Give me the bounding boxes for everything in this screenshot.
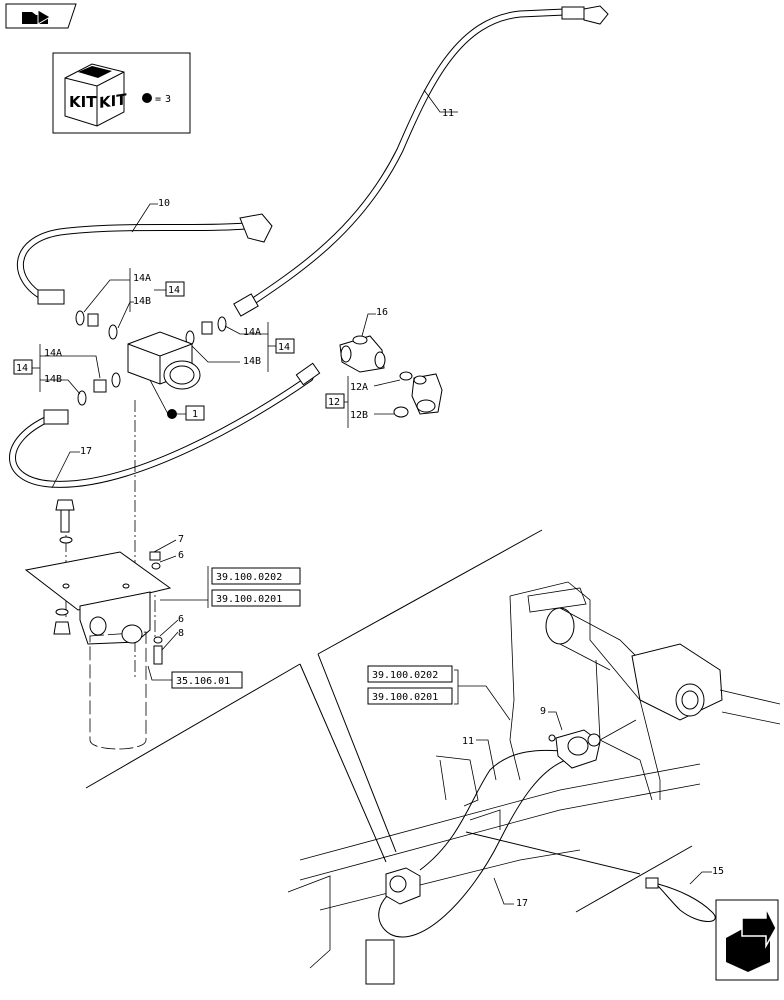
callout-11-top: 11 xyxy=(442,108,454,119)
ref-filter: 35.106.01 xyxy=(176,676,230,687)
tee-fitting-16 xyxy=(339,335,386,373)
callout-6-b: 6 xyxy=(178,614,184,625)
ref-upper-1: 39.100.0202 xyxy=(216,572,282,583)
callout-7: 7 xyxy=(178,534,184,545)
ref-upper-2: 39.100.0201 xyxy=(216,594,282,605)
callout-17-bottom: 17 xyxy=(516,898,528,909)
kit-equals: = xyxy=(155,94,161,105)
callout-12A: 12A xyxy=(350,382,368,393)
cable-loop-15 xyxy=(645,877,716,922)
callout-14B-a: 14B xyxy=(133,296,151,307)
callout-6-a: 6 xyxy=(178,550,184,561)
kit-box-icon: KIT KIT xyxy=(64,63,127,127)
kit-dot-marker xyxy=(142,93,152,103)
kit-legend: KIT KIT = 3 xyxy=(52,52,191,134)
kit-word-left: KIT xyxy=(69,93,97,111)
callout-14A-a: 14A xyxy=(133,273,151,284)
callout-14-left: 14 xyxy=(16,363,28,374)
callout-11-bottom: 11 xyxy=(462,736,474,747)
nav-back-button[interactable] xyxy=(5,3,77,29)
callout-16: 16 xyxy=(376,307,388,318)
kit-number: 3 xyxy=(165,94,171,105)
hose-10 xyxy=(17,213,273,305)
callout-15: 15 xyxy=(712,866,724,877)
callout-12B: 12B xyxy=(350,410,368,421)
kit-word-right: KIT xyxy=(99,90,127,112)
callout-8: 8 xyxy=(178,628,184,639)
hose-17-upper xyxy=(9,362,321,488)
callout-14-a: 14 xyxy=(168,285,180,296)
callout-14B-b: 14B xyxy=(243,356,261,367)
callout-10: 10 xyxy=(158,198,170,209)
bolt-washer-left xyxy=(53,499,75,635)
callout-12: 12 xyxy=(328,397,340,408)
valve-lower-detail xyxy=(385,867,421,905)
ref-lower-1: 39.100.0202 xyxy=(372,670,438,681)
callout-14A-left: 14A xyxy=(44,348,62,359)
callout-1: 1 xyxy=(192,409,198,420)
folder-arrow-icon xyxy=(726,907,777,972)
hose-11-upper xyxy=(233,5,609,317)
callout-14B-left: 14B xyxy=(44,374,62,385)
valve-block xyxy=(127,331,201,390)
elbow-fitting-12 xyxy=(411,373,443,415)
tractor-frame-detail xyxy=(287,581,781,985)
ref-lower-2: 39.100.0201 xyxy=(372,692,438,703)
filter-assembly xyxy=(24,551,172,750)
valve-9-detail xyxy=(548,729,601,769)
callout-14A-b: 14A xyxy=(243,327,261,338)
callout-9: 9 xyxy=(540,706,546,717)
folder-arrow-icon xyxy=(22,9,51,25)
nav-forward-button[interactable] xyxy=(715,899,779,981)
callout-14-b: 14 xyxy=(278,342,290,353)
callout-17-top: 17 xyxy=(80,446,92,457)
